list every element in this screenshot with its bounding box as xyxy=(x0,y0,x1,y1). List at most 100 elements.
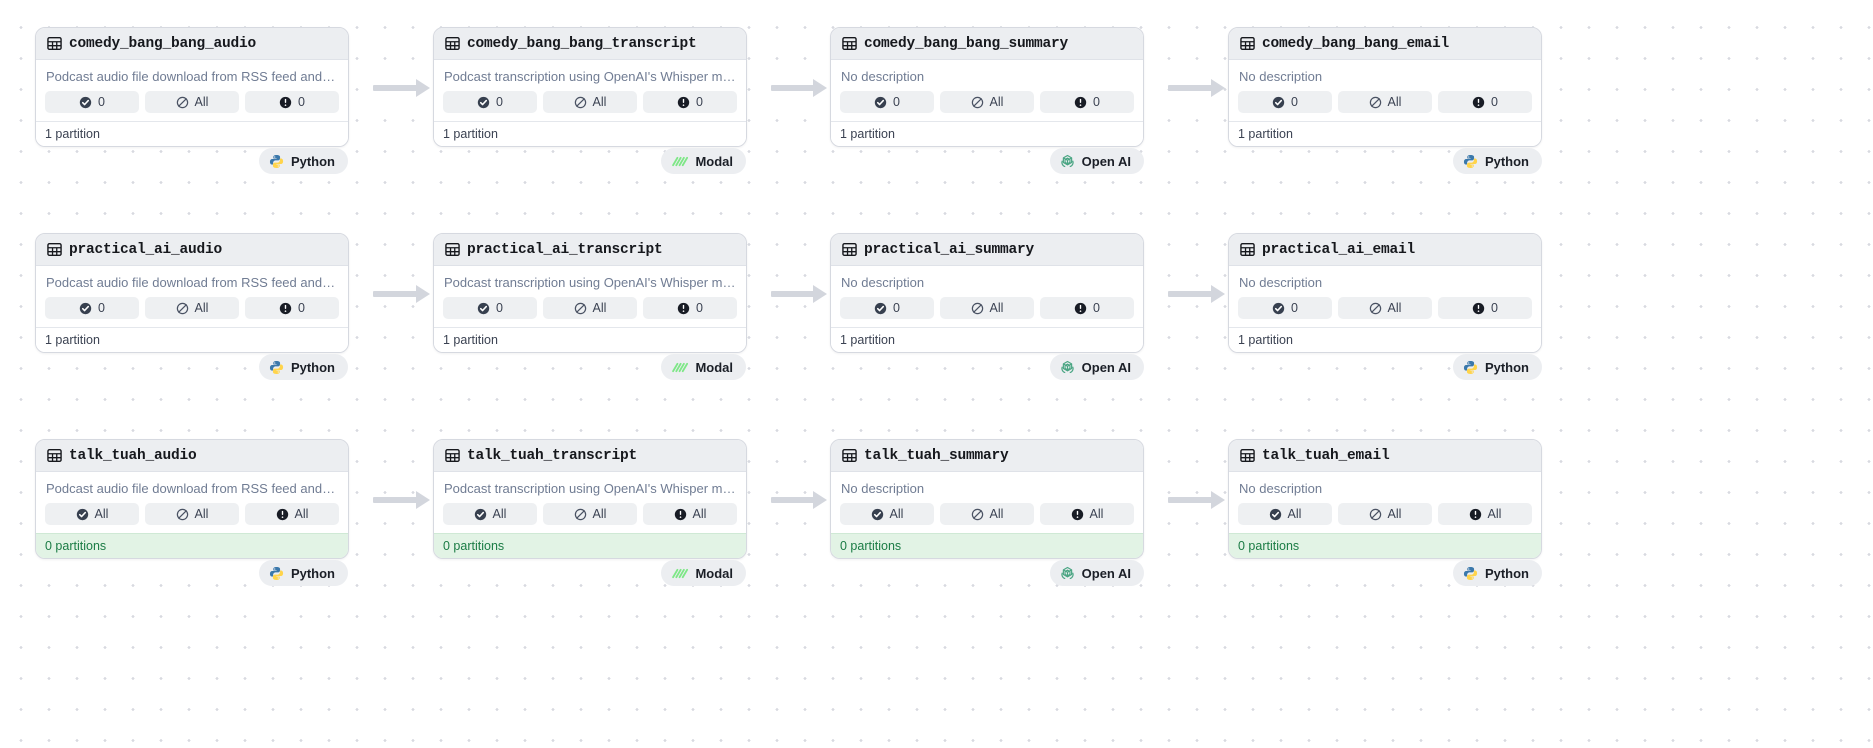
asset-card-header[interactable]: practical_ai_summary xyxy=(831,234,1143,266)
pill-excluded[interactable]: All xyxy=(1338,91,1432,113)
tech-badge-modal[interactable]: Modal xyxy=(661,560,746,586)
materialized-icon xyxy=(1272,302,1285,315)
tech-badge-label: Python xyxy=(1484,153,1529,169)
asset-card-header[interactable]: talk_tuah_summary xyxy=(831,440,1143,472)
pill-materialized[interactable]: All xyxy=(1238,503,1332,525)
asset-card[interactable]: talk_tuah_transcript Podcast transcripti… xyxy=(433,439,747,559)
python-icon xyxy=(1463,566,1478,581)
pill-excluded[interactable]: All xyxy=(940,297,1034,319)
tech-badge-python[interactable]: Python xyxy=(1452,354,1542,380)
pill-failed[interactable]: All xyxy=(1040,503,1134,525)
pill-failed[interactable]: 0 xyxy=(1040,297,1134,319)
asset-card-header[interactable]: talk_tuah_email xyxy=(1229,440,1541,472)
asset-card[interactable]: practical_ai_email No description 0 All … xyxy=(1228,233,1542,353)
pill-excluded[interactable]: All xyxy=(543,503,637,525)
pill-value: All xyxy=(692,507,707,521)
asset-card[interactable]: comedy_bang_bang_transcript Podcast tran… xyxy=(433,27,747,147)
asset-card-header[interactable]: talk_tuah_audio xyxy=(36,440,348,472)
asset-card[interactable]: practical_ai_summary No description 0 Al… xyxy=(830,233,1144,353)
pill-materialized[interactable]: All xyxy=(840,503,934,525)
pill-materialized[interactable]: 0 xyxy=(1238,297,1332,319)
pill-excluded[interactable]: All xyxy=(145,503,239,525)
asset-card[interactable]: practical_ai_audio Podcast audio file do… xyxy=(35,233,349,353)
pill-materialized[interactable]: 0 xyxy=(840,91,934,113)
tech-badge-python[interactable]: Python xyxy=(258,560,348,586)
asset-node[interactable]: comedy_bang_bang_audio Podcast audio fil… xyxy=(35,27,349,147)
excluded-icon xyxy=(176,508,189,521)
pill-failed[interactable]: 0 xyxy=(1438,91,1532,113)
pill-excluded[interactable]: All xyxy=(940,503,1034,525)
pill-failed[interactable]: 0 xyxy=(643,91,737,113)
asset-node[interactable]: talk_tuah_audio Podcast audio file downl… xyxy=(35,439,349,559)
asset-node[interactable]: practical_ai_email No description 0 All … xyxy=(1228,233,1542,353)
tech-badge-openai[interactable]: Open AI xyxy=(1049,354,1144,380)
asset-card-body: No description 0 All 0 xyxy=(831,266,1143,327)
asset-card-header[interactable]: practical_ai_audio xyxy=(36,234,348,266)
pill-failed[interactable]: 0 xyxy=(643,297,737,319)
pill-materialized[interactable]: All xyxy=(45,503,139,525)
pill-materialized[interactable]: 0 xyxy=(45,91,139,113)
asset-node[interactable]: practical_ai_transcript Podcast transcri… xyxy=(433,233,747,353)
pill-failed[interactable]: 0 xyxy=(245,297,339,319)
pill-failed[interactable]: 0 xyxy=(1040,91,1134,113)
pill-failed[interactable]: 0 xyxy=(245,91,339,113)
tech-badge-python[interactable]: Python xyxy=(258,354,348,380)
pill-failed[interactable]: 0 xyxy=(1438,297,1532,319)
tech-badge-openai[interactable]: Open AI xyxy=(1049,560,1144,586)
asset-card[interactable]: talk_tuah_audio Podcast audio file downl… xyxy=(35,439,349,559)
pill-failed[interactable]: All xyxy=(1438,503,1532,525)
tech-badge-python[interactable]: Python xyxy=(1452,560,1542,586)
asset-card[interactable]: comedy_bang_bang_summary No description … xyxy=(830,27,1144,147)
tech-badge-modal[interactable]: Modal xyxy=(661,148,746,174)
pill-excluded[interactable]: All xyxy=(543,91,637,113)
asset-card-header[interactable]: practical_ai_transcript xyxy=(434,234,746,266)
asset-name: talk_tuah_email xyxy=(1262,447,1390,464)
pill-materialized[interactable]: All xyxy=(443,503,537,525)
failed-icon xyxy=(1472,96,1485,109)
pill-materialized[interactable]: 0 xyxy=(840,297,934,319)
asset-card-header[interactable]: comedy_bang_bang_email xyxy=(1229,28,1541,60)
asset-status-pills: 0 All 0 xyxy=(840,91,1134,113)
pill-failed[interactable]: All xyxy=(643,503,737,525)
pill-materialized[interactable]: 0 xyxy=(45,297,139,319)
asset-node[interactable]: comedy_bang_bang_transcript Podcast tran… xyxy=(433,27,747,147)
tech-badge-modal[interactable]: Modal xyxy=(661,354,746,380)
asset-card[interactable]: comedy_bang_bang_audio Podcast audio fil… xyxy=(35,27,349,147)
failed-icon xyxy=(279,302,292,315)
pill-excluded[interactable]: All xyxy=(543,297,637,319)
pill-materialized[interactable]: 0 xyxy=(443,297,537,319)
pill-excluded[interactable]: All xyxy=(145,91,239,113)
table-icon xyxy=(445,36,460,51)
tech-badge-python[interactable]: Python xyxy=(1452,148,1542,174)
pill-materialized[interactable]: 0 xyxy=(1238,91,1332,113)
asset-card-header[interactable]: talk_tuah_transcript xyxy=(434,440,746,472)
asset-card[interactable]: comedy_bang_bang_email No description 0 … xyxy=(1228,27,1542,147)
partition-count: 1 partition xyxy=(1238,333,1293,347)
pill-excluded[interactable]: All xyxy=(940,91,1034,113)
asset-card[interactable]: practical_ai_transcript Podcast transcri… xyxy=(433,233,747,353)
tech-badge-python[interactable]: Python xyxy=(258,148,348,174)
asset-card-header[interactable]: practical_ai_email xyxy=(1229,234,1541,266)
asset-node[interactable]: talk_tuah_transcript Podcast transcripti… xyxy=(433,439,747,559)
asset-partition-footer: 0 partitions xyxy=(1229,533,1541,558)
tech-badge-openai[interactable]: Open AI xyxy=(1049,148,1144,174)
asset-node[interactable]: talk_tuah_summary No description All All… xyxy=(830,439,1144,559)
asset-node[interactable]: comedy_bang_bang_summary No description … xyxy=(830,27,1144,147)
pill-failed[interactable]: All xyxy=(245,503,339,525)
asset-card[interactable]: talk_tuah_summary No description All All… xyxy=(830,439,1144,559)
asset-node[interactable]: practical_ai_audio Podcast audio file do… xyxy=(35,233,349,353)
pill-value: All xyxy=(94,507,109,521)
asset-node[interactable]: comedy_bang_bang_email No description 0 … xyxy=(1228,27,1542,147)
pill-materialized[interactable]: 0 xyxy=(443,91,537,113)
asset-node[interactable]: practical_ai_summary No description 0 Al… xyxy=(830,233,1144,353)
pill-excluded[interactable]: All xyxy=(145,297,239,319)
asset-card-header[interactable]: comedy_bang_bang_transcript xyxy=(434,28,746,60)
asset-card-header[interactable]: comedy_bang_bang_audio xyxy=(36,28,348,60)
pill-excluded[interactable]: All xyxy=(1338,297,1432,319)
asset-card-header[interactable]: comedy_bang_bang_summary xyxy=(831,28,1143,60)
pill-excluded[interactable]: All xyxy=(1338,503,1432,525)
asset-node[interactable]: talk_tuah_email No description All All A… xyxy=(1228,439,1542,559)
asset-card[interactable]: talk_tuah_email No description All All A… xyxy=(1228,439,1542,559)
pill-value: 0 xyxy=(893,95,900,109)
